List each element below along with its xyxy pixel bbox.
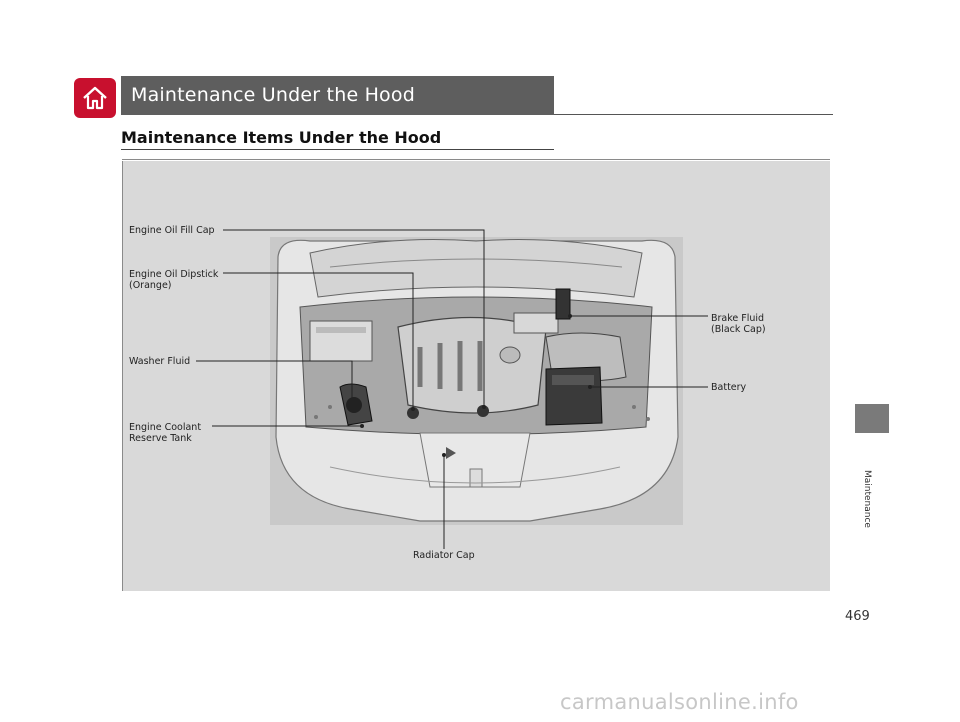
home-icon bbox=[83, 86, 107, 110]
side-section-label[interactable]: Maintenance bbox=[862, 470, 872, 528]
callout-radiator-cap: Radiator Cap bbox=[413, 550, 475, 561]
section-title: Maintenance Under the Hood bbox=[131, 84, 415, 106]
watermark: carmanualsonline.info bbox=[560, 690, 799, 714]
subsection-title: Maintenance Items Under the Hood bbox=[121, 128, 442, 147]
callout-engine-oil-fill-cap: Engine Oil Fill Cap bbox=[129, 225, 215, 236]
page-number: 469 bbox=[845, 609, 870, 624]
section-header-rule bbox=[554, 114, 833, 115]
callout-battery: Battery bbox=[711, 382, 747, 393]
callout-engine-coolant-reserve-tank: Engine Coolant Reserve Tank bbox=[129, 422, 202, 444]
engine-bay-illustration bbox=[270, 237, 683, 525]
figure-top-border bbox=[122, 159, 830, 160]
section-header-bar: Maintenance Under the Hood bbox=[121, 76, 554, 115]
subsection-underline bbox=[121, 149, 554, 150]
callout-engine-oil-dipstick: Engine Oil Dipstick (Orange) bbox=[129, 269, 219, 291]
home-button[interactable] bbox=[74, 78, 116, 118]
callout-brake-fluid: Brake Fluid (Black Cap) bbox=[711, 313, 766, 335]
figure-left-border bbox=[122, 161, 123, 591]
callout-washer-fluid: Washer Fluid bbox=[129, 356, 191, 367]
section-side-tab[interactable] bbox=[855, 404, 889, 433]
